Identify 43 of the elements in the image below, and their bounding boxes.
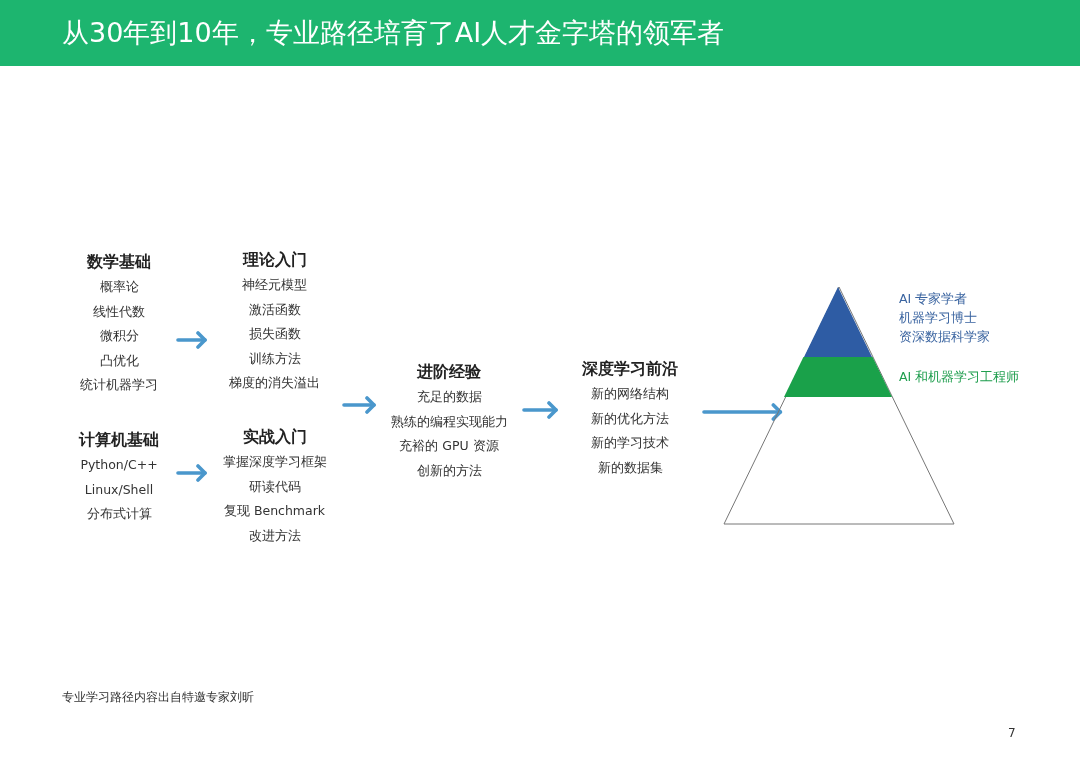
stage-item: 新的优化方法 <box>590 409 670 428</box>
stage-heading: 理论入门 <box>241 249 308 271</box>
stage-heading: 深度学习前沿 <box>581 358 679 380</box>
tier-label: 资深数据科学家 <box>899 328 990 346</box>
tier-label: AI 和机器学习工程师 <box>899 368 1020 386</box>
page-number: 7 <box>1008 726 1016 740</box>
stage-item: 创新的方法 <box>415 461 483 480</box>
footnote: 专业学习路径内容出自特邀专家刘昕 <box>62 689 254 706</box>
stage-item: 改进方法 <box>247 526 302 545</box>
stage-item: 梯度的消失溢出 <box>228 374 321 392</box>
stage-item: 熟练的编程实现能力 <box>389 412 509 431</box>
stage-item: 掌握深度学习框架 <box>221 453 328 471</box>
stage-heading: 数学基础 <box>86 251 152 273</box>
stage-item: 概率论 <box>98 278 140 296</box>
stage-item: 训练方法 <box>247 349 302 368</box>
stage-item: 激活函数 <box>247 300 302 319</box>
stage-heading: 进阶经验 <box>416 361 482 383</box>
stage-item: 凸优化 <box>98 351 140 370</box>
tier-label: 机器学习博士 <box>899 309 978 327</box>
title: 从30年到10年，专业路径培育了AI人才金字塔的领军者 <box>62 16 725 50</box>
arrow <box>176 331 207 349</box>
stage-item: 研读代码 <box>247 477 302 496</box>
stage-item: Linux/Shell <box>83 480 155 499</box>
arrow <box>342 396 376 414</box>
stage-item: 微积分 <box>98 327 140 345</box>
tier-label: AI 专家学者 <box>899 290 969 308</box>
stage-item: 统计机器学习 <box>79 376 159 394</box>
stage-item: 损失函数 <box>247 325 302 343</box>
arrow <box>522 401 558 419</box>
stage-item: 分布式计算 <box>85 505 153 523</box>
stage-item: 神经元模型 <box>241 276 308 294</box>
stage-item: 线性代数 <box>92 302 146 321</box>
stage-item: 新的数据集 <box>596 458 664 477</box>
stage-heading: 实战入门 <box>241 426 308 448</box>
stage-heading: 计算机基础 <box>77 429 160 451</box>
stage-item: 充足的数据 <box>415 388 483 406</box>
arrow <box>176 464 207 482</box>
stage-item: 复现 Benchmark <box>222 502 327 520</box>
stage-item: 新的网络结构 <box>590 385 670 403</box>
stage-item: 充裕的 GPU 资源 <box>398 437 500 455</box>
arrow <box>702 403 783 421</box>
stage-item: Python/C++ <box>79 456 159 474</box>
stage-item: 新的学习技术 <box>590 434 670 452</box>
